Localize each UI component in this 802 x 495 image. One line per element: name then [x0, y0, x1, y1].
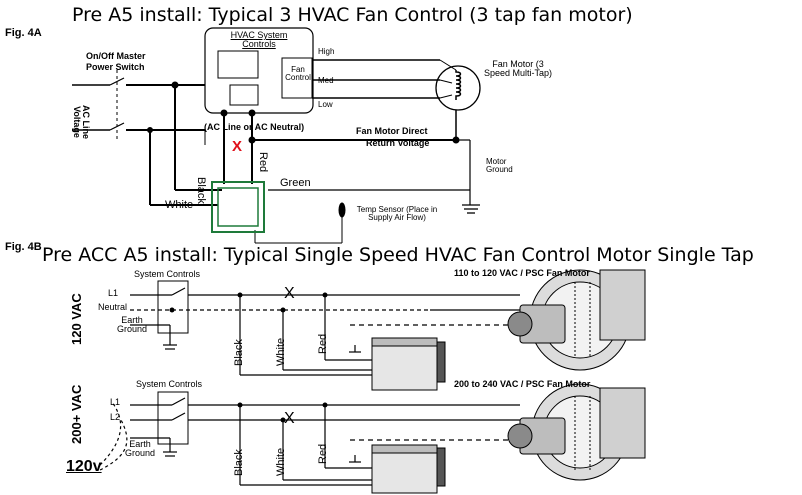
hvac-controls-label: HVAC System Controls [230, 30, 288, 49]
top-neutral-label: Neutral [98, 302, 128, 312]
top-white-label: White [275, 337, 287, 366]
top-system-controls-label: System Controls [134, 269, 201, 279]
return-voltage-label-2: Return Voltage [366, 138, 430, 148]
red-wire-label: Red [257, 152, 269, 173]
fig4a-label: Fig. 4A [5, 27, 42, 39]
top-motor-label: 110 to 120 VAC / PSC Fan Motor [454, 268, 590, 278]
black-wire-label: Black [195, 177, 207, 204]
tap-high-label: High [318, 47, 335, 56]
bottom-x-mark: X [284, 410, 295, 427]
fig4b-bottom-module [371, 444, 446, 494]
ac-line-neutral-label: (AC Line or AC Neutral) [204, 122, 305, 132]
top-l1-label: L1 [108, 288, 119, 298]
fan-control-box [281, 57, 313, 99]
tap-low-label: Low [318, 100, 333, 109]
tap-med-label: Med [318, 76, 334, 85]
bottom-l1-label: L1 [110, 397, 121, 407]
fig4b-title: Pre ACC A5 install: Typical Single Speed… [42, 244, 754, 266]
bottom-l2-label: L2 [110, 412, 121, 422]
fig4b-top-fan-motor [507, 269, 646, 371]
fig4b-bottom-drawing [99, 391, 520, 486]
bottom-red-label: Red [317, 443, 329, 464]
vac-200-label: 200+ VAC [69, 384, 84, 444]
hvac-controls-box [204, 27, 314, 114]
hvac-relay-1 [217, 50, 259, 79]
bottom-black-label: Black [233, 449, 245, 476]
master-switch-label-2: Power Switch [86, 62, 145, 72]
bottom-earth-ground-label: Earth Ground [124, 439, 156, 458]
bottom-motor-label: 200 to 240 VAC / PSC Fan Motor [454, 379, 591, 389]
fan-motor-label: Fan Motor (3 Speed Multi-Tap) [483, 59, 553, 78]
temp-sensor-label: Temp Sensor (Place in Supply Air Flow) [356, 205, 438, 222]
green-wire-label: Green [280, 177, 311, 189]
fig4a-title: Pre A5 install: Typical 3 HVAC Fan Contr… [72, 4, 633, 26]
v120-label: 120v [66, 458, 102, 475]
top-x-mark: X [284, 285, 295, 302]
motor-ground-label: Motor Ground [486, 157, 513, 174]
vac-120-label: 120 VAC [69, 293, 84, 345]
top-red-label: Red [317, 333, 329, 354]
fig4b-bottom-fan-motor [507, 383, 646, 481]
hvac-relay-2 [229, 84, 259, 106]
fan-control-label: Fan Control [285, 65, 311, 82]
a5-module [211, 181, 265, 233]
fig4b-top-module [371, 337, 446, 391]
fig4b-top-drawing [130, 280, 520, 376]
fig4a-junctions [147, 81, 460, 144]
return-voltage-label-1: Fan Motor Direct [356, 126, 428, 136]
ac-line-voltage-label: AC Line Voltage [72, 104, 91, 139]
white-wire-label: White [165, 199, 194, 211]
fan-motor-symbol [435, 65, 481, 111]
x-mark-4a: X [232, 138, 243, 155]
fig4a-drawing [72, 27, 481, 244]
master-switch-label-1: On/Off Master [86, 51, 146, 61]
bottom-white-label: White [275, 447, 287, 476]
top-black-label: Black [233, 339, 245, 366]
fig4b-label: Fig. 4B [5, 241, 42, 253]
bottom-system-controls-label: System Controls [136, 379, 203, 389]
top-earth-ground-label: Earth Ground [116, 315, 148, 334]
